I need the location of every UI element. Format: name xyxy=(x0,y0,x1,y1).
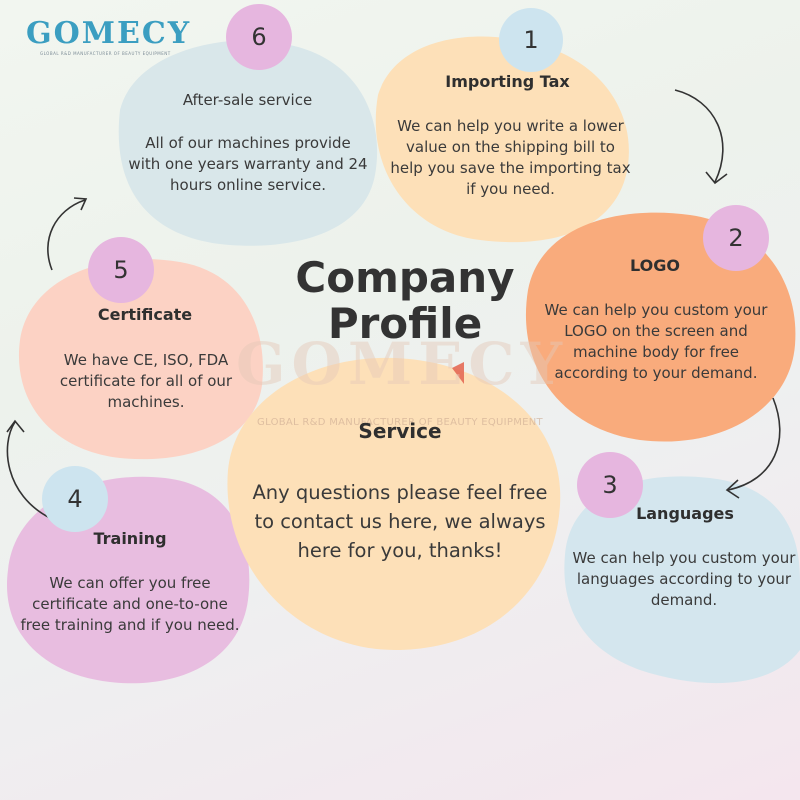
page-title-line1: Company xyxy=(295,253,515,302)
watermark-tagline: GLOBAL R&D MANUFACTURER OF BEAUTY EQUIPM… xyxy=(257,417,543,428)
blob-5 xyxy=(18,259,263,460)
blob-center xyxy=(227,357,561,650)
flow-arrows xyxy=(6,89,781,519)
item-1-title: Importing Tax xyxy=(445,72,570,91)
arrow-5-to-6-head xyxy=(73,197,88,211)
arrow-2-to-3 xyxy=(727,397,781,491)
item-1-text: We can help you write a lower value on t… xyxy=(390,117,631,198)
center-text: Any questions please feel free to contac… xyxy=(252,481,548,562)
center-title: Service xyxy=(358,419,442,443)
item-6-text: All of our machines provide with one yea… xyxy=(128,134,368,194)
badge-1: 1 xyxy=(499,8,563,72)
blob-6 xyxy=(118,40,378,246)
blob-1 xyxy=(375,36,629,243)
page-title: Company Profile xyxy=(290,255,520,347)
item-6-title: After-sale service xyxy=(182,91,313,109)
brand-logo: GOMECY xyxy=(26,16,192,51)
badge-2: 2 xyxy=(703,205,769,271)
watermark-mark xyxy=(452,362,464,384)
arrow-5-to-6 xyxy=(47,199,86,271)
brand-tagline: GLOBAL R&D MANUFACTURER OF BEAUTY EQUIPM… xyxy=(40,51,171,56)
badge-6: 6 xyxy=(226,4,292,70)
blob-3 xyxy=(564,476,800,684)
item-2-title: LOGO xyxy=(630,256,680,275)
badge-3: 3 xyxy=(577,452,643,518)
item-4-title: Training xyxy=(93,529,167,548)
arrow-1-to-2 xyxy=(674,89,724,183)
item-2-text: We can help you custom your LOGO on the … xyxy=(544,301,768,382)
item-5-title: Certificate xyxy=(97,305,193,324)
arrow-2-to-3-head xyxy=(725,479,740,499)
item-3-text: We can help you custom your languages ac… xyxy=(572,549,796,609)
badge-5: 5 xyxy=(88,237,154,303)
arrow-1-to-2-head xyxy=(705,171,728,185)
item-5-text: We have CE, ISO, FDA certificate for all… xyxy=(59,351,233,411)
badge-4: 4 xyxy=(42,466,108,532)
item-3-title: Languages xyxy=(636,504,734,523)
page-title-line2: Profile xyxy=(327,299,483,348)
item-4-text: We can offer you free certificate and on… xyxy=(20,574,240,634)
watermark-logo: GOMECY xyxy=(235,330,569,398)
arrow-4-to-5-head xyxy=(6,419,25,433)
arrow-4-to-5 xyxy=(6,421,51,519)
